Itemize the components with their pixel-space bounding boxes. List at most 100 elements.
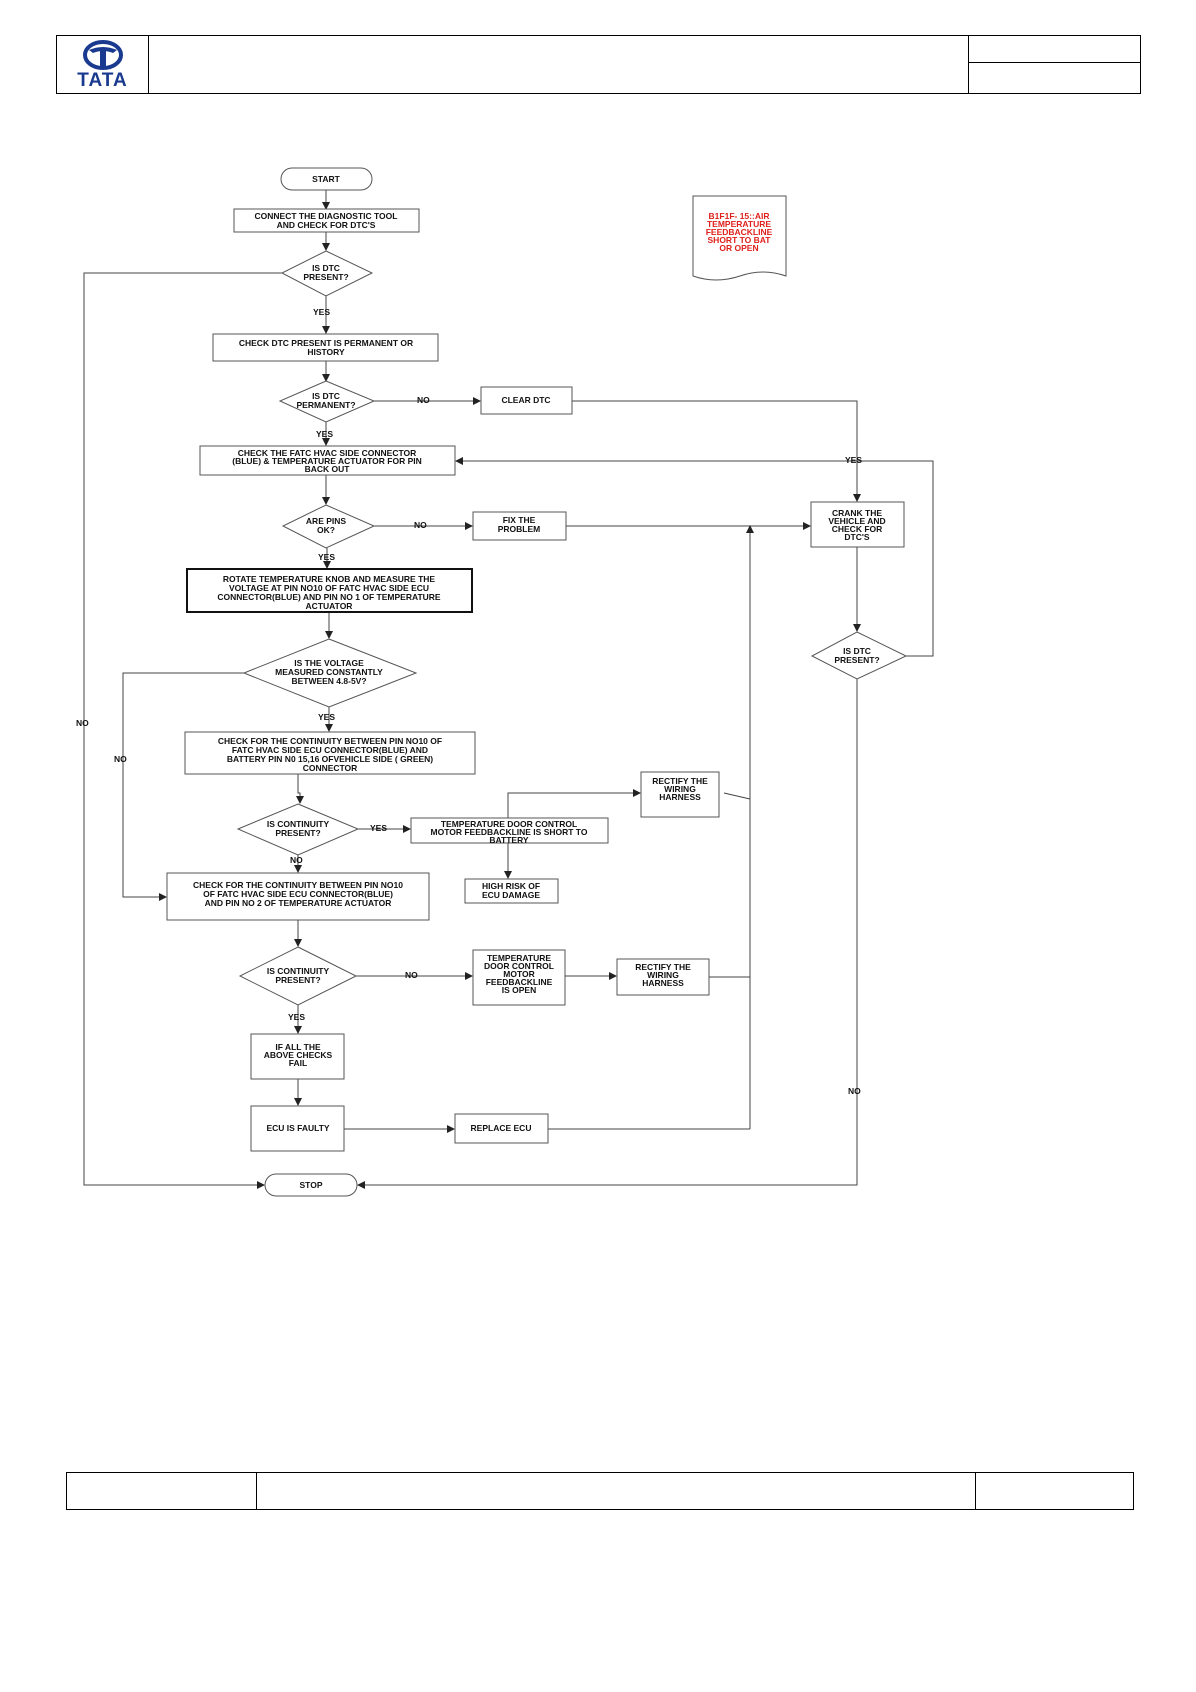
page-header: TATA xyxy=(56,35,1141,94)
dtc-present-decision: IS DTC PRESENT? xyxy=(280,250,374,297)
svg-text:IS DTC: IS DTC xyxy=(312,391,340,401)
rectify-harness-1-step: RECTIFY THE WIRING HARNESS xyxy=(640,771,720,818)
svg-text:CHECK FOR THE CONTINUITY BETWE: CHECK FOR THE CONTINUITY BETWEEN PIN NO1… xyxy=(193,880,403,890)
continuity-check-1-step: CHECK FOR THE CONTINUITY BETWEEN PIN NO1… xyxy=(184,731,476,775)
svg-text:MEASURED CONSTANTLY: MEASURED CONSTANTLY xyxy=(275,667,383,677)
svg-text:PRESENT?: PRESENT? xyxy=(303,272,348,282)
svg-text:PRESENT?: PRESENT? xyxy=(275,828,320,838)
svg-text:ABOVE CHECKS: ABOVE CHECKS xyxy=(264,1050,333,1060)
svg-text:PRESENT?: PRESENT? xyxy=(834,655,879,665)
page-footer xyxy=(66,1472,1134,1510)
svg-text:FATC HVAC SIDE ECU CONNECTOR(B: FATC HVAC SIDE ECU CONNECTOR(BLUE) AND xyxy=(232,745,428,755)
svg-text:MOTOR: MOTOR xyxy=(503,969,534,979)
svg-text:HISTORY: HISTORY xyxy=(307,347,345,357)
svg-text:CONNECTOR(BLUE) AND PIN NO 1 O: CONNECTOR(BLUE) AND PIN NO 1 OF TEMPERAT… xyxy=(217,592,441,602)
note-line: FEEDBACKLINE xyxy=(706,227,773,237)
svg-text:PROBLEM: PROBLEM xyxy=(498,524,541,534)
label-no: NO xyxy=(76,718,89,728)
svg-text:CHECK DTC PRESENT IS PERMANEN: CHECK DTC PRESENT IS PERMANENT OR xyxy=(239,338,413,348)
svg-text:MOTOR FEEDBACKLINE IS SHORT TO: MOTOR FEEDBACKLINE IS SHORT TO xyxy=(431,827,588,837)
note-line: TEMPERATURE xyxy=(707,219,771,229)
svg-text:TEMPERATURE: TEMPERATURE xyxy=(487,953,551,963)
label-yes: YES xyxy=(316,429,333,439)
svg-text:HARNESS: HARNESS xyxy=(659,792,701,802)
dtc-note: B1F1F- 15::AIR TEMPERATURE FEEDBACKLINE … xyxy=(692,195,787,281)
svg-text:ACTUATOR: ACTUATOR xyxy=(306,601,353,611)
voltage-decision: IS THE VOLTAGE MEASURED CONSTANTLY BETWE… xyxy=(242,638,418,708)
label-yes: YES xyxy=(318,552,335,562)
label-yes: YES xyxy=(318,712,335,722)
note-line: OR OPEN xyxy=(719,243,758,253)
connector-lines xyxy=(83,190,934,1189)
check-permanent-step: CHECK DTC PRESENT IS PERMANENT OR HISTOR… xyxy=(212,333,439,362)
svg-text:TEMPERATURE DOOR CONTROL: TEMPERATURE DOOR CONTROL xyxy=(441,819,577,829)
start-terminal: START xyxy=(280,167,373,191)
svg-text:CLEAR DTC: CLEAR DTC xyxy=(501,395,550,405)
svg-text:VOLTAGE AT PIN NO10 OF FATC HV: VOLTAGE AT PIN NO10 OF FATC HVAC SIDE EC… xyxy=(229,583,429,593)
svg-text:BATTERY PIN N0 15,16 OFVEHICLE: BATTERY PIN N0 15,16 OFVEHICLE SIDE ( GR… xyxy=(227,754,433,764)
fix-problem-step: FIX THE PROBLEM xyxy=(472,511,567,541)
svg-text:REPLACE ECU: REPLACE ECU xyxy=(471,1123,532,1133)
label-yes: YES xyxy=(370,823,387,833)
svg-text:START: START xyxy=(312,174,341,184)
svg-text:IS CONTINUITY: IS CONTINUITY xyxy=(267,819,330,829)
svg-text:ECU IS FAULTY: ECU IS FAULTY xyxy=(266,1123,329,1133)
svg-text:(BLUE) & TEMPERATURE ACTUATOR: (BLUE) & TEMPERATURE ACTUATOR FOR PIN xyxy=(232,456,422,466)
footer-right-cell xyxy=(975,1473,1133,1509)
svg-text:BATTERY: BATTERY xyxy=(489,835,529,845)
continuity-2-decision: IS CONTINUITY PRESENT? xyxy=(238,946,358,1006)
header-info-cell xyxy=(968,36,1140,93)
svg-text:CHECK FOR: CHECK FOR xyxy=(832,524,883,534)
svg-text:VEHICLE AND: VEHICLE AND xyxy=(828,516,885,526)
svg-text:OK?: OK? xyxy=(317,525,335,535)
label-yes: YES xyxy=(845,455,862,465)
svg-text:STOP: STOP xyxy=(300,1180,323,1190)
svg-text:IS DTC: IS DTC xyxy=(312,263,340,273)
label-no: NO xyxy=(414,520,427,530)
svg-text:CONNECTOR: CONNECTOR xyxy=(303,763,358,773)
stop-terminal: STOP xyxy=(264,1173,358,1197)
svg-text:CHECK FOR THE CONTINUITY BETWE: CHECK FOR THE CONTINUITY BETWEEN PIN NO1… xyxy=(218,736,442,746)
note-line: B1F1F- 15::AIR xyxy=(709,211,770,221)
svg-text:BACK OUT: BACK OUT xyxy=(305,464,351,474)
replace-ecu-step: REPLACE ECU xyxy=(454,1113,549,1144)
svg-text:AND CHECK FOR DTC'S: AND CHECK FOR DTC'S xyxy=(277,220,376,230)
rotate-knob-step: ROTATE TEMPERATURE KNOB AND MEASURE THE … xyxy=(186,568,473,613)
svg-text:HIGH RISK OF: HIGH RISK OF xyxy=(482,881,540,891)
svg-text:PERMANENT?: PERMANENT? xyxy=(296,400,355,410)
svg-text:WIRING: WIRING xyxy=(664,784,696,794)
branch-labels: YES NO YES YES NO YES YES NO NO YES NO N… xyxy=(76,307,862,1096)
svg-text:DOOR CONTROL: DOOR CONTROL xyxy=(484,961,554,971)
svg-text:RECTIFY THE: RECTIFY THE xyxy=(635,962,691,972)
svg-text:CONNECT THE DIAGNOSTIC TOOL: CONNECT THE DIAGNOSTIC TOOL xyxy=(255,211,398,221)
svg-text:OF FATC HVAC SIDE ECU CONNECT: OF FATC HVAC SIDE ECU CONNECTOR(BLUE) xyxy=(203,889,393,899)
feedbackline-open-step: TEMPERATURE DOOR CONTROL MOTOR FEEDBACKL… xyxy=(472,949,566,1006)
svg-text:CRANK THE: CRANK THE xyxy=(832,508,882,518)
continuity-check-2-step: CHECK FOR THE CONTINUITY BETWEEN PIN NO1… xyxy=(166,872,430,921)
logo-cell: TATA xyxy=(57,36,149,93)
label-no: NO xyxy=(405,970,418,980)
svg-text:ROTATE TEMPERATURE KNOB AND ME: ROTATE TEMPERATURE KNOB AND MEASURE THE xyxy=(223,574,436,584)
svg-text:WIRING: WIRING xyxy=(647,970,679,980)
high-risk-ecu-step: HIGH RISK OF ECU DAMAGE xyxy=(464,878,559,904)
svg-text:PRESENT?: PRESENT? xyxy=(275,975,320,985)
svg-text:CHECK THE FATC HVAC SIDE CONNE: CHECK THE FATC HVAC SIDE CONNECTOR xyxy=(238,448,417,458)
label-yes: YES xyxy=(288,1012,305,1022)
connect-tool-step: CONNECT THE DIAGNOSTIC TOOL AND CHECK FO… xyxy=(233,208,420,233)
label-no: NO xyxy=(114,754,127,764)
svg-text:RECTIFY THE: RECTIFY THE xyxy=(652,776,708,786)
svg-text:BETWEEN 4.8-5V?: BETWEEN 4.8-5V? xyxy=(291,676,366,686)
svg-text:ECU DAMAGE: ECU DAMAGE xyxy=(482,890,540,900)
note-line: SHORT TO BAT xyxy=(708,235,772,245)
svg-text:FIX THE: FIX THE xyxy=(503,515,536,525)
pins-ok-decision: ARE PINS OK? xyxy=(281,504,376,549)
rectify-harness-2-step: RECTIFY THE WIRING HARNESS xyxy=(616,958,710,996)
svg-text:HARNESS: HARNESS xyxy=(642,978,684,988)
label-no: NO xyxy=(848,1086,861,1096)
footer-left-cell xyxy=(67,1473,257,1509)
crank-vehicle-step: CRANK THE VEHICLE AND CHECK FOR DTC'S xyxy=(810,501,905,548)
tata-logo-icon xyxy=(83,40,123,70)
ecu-faulty-step: ECU IS FAULTY xyxy=(250,1105,345,1152)
svg-text:IS OPEN: IS OPEN xyxy=(502,985,536,995)
